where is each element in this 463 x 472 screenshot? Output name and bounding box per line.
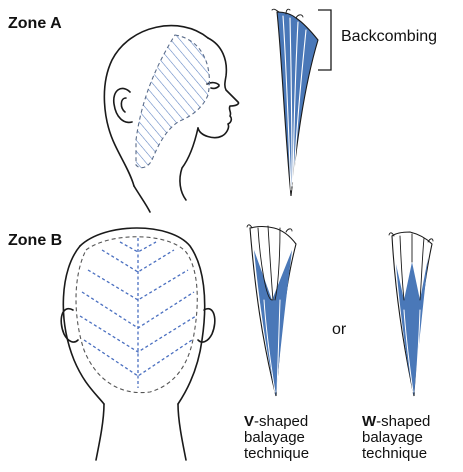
v-suffix: -shaped: [254, 413, 308, 430]
backcombing-strand: [272, 9, 318, 196]
backcombing-bracket: [318, 10, 331, 70]
v-shaped-strand: [247, 225, 296, 396]
w-line3: technique: [362, 446, 430, 462]
v-letter: V: [244, 413, 254, 430]
backcombing-label: Backcombing: [341, 27, 437, 46]
v-line3: technique: [244, 446, 309, 462]
zone-b-label: Zone B: [8, 231, 62, 250]
zone-a-label: Zone A: [8, 14, 62, 33]
or-label: or: [332, 320, 346, 339]
w-line2: balayage: [362, 430, 430, 446]
zone-b-dashed-outline: [76, 237, 197, 393]
v-line2: balayage: [244, 430, 309, 446]
w-shaped-caption: W-shaped balayage technique: [362, 414, 430, 462]
w-shaped-strand: [389, 232, 433, 396]
w-letter: W: [362, 413, 376, 430]
v-shaped-caption: V-shaped balayage technique: [244, 414, 309, 462]
zone-a-hatched-area: [136, 35, 209, 168]
zone-b-chevron-lines: [80, 238, 196, 388]
w-suffix: -shaped: [376, 413, 430, 430]
